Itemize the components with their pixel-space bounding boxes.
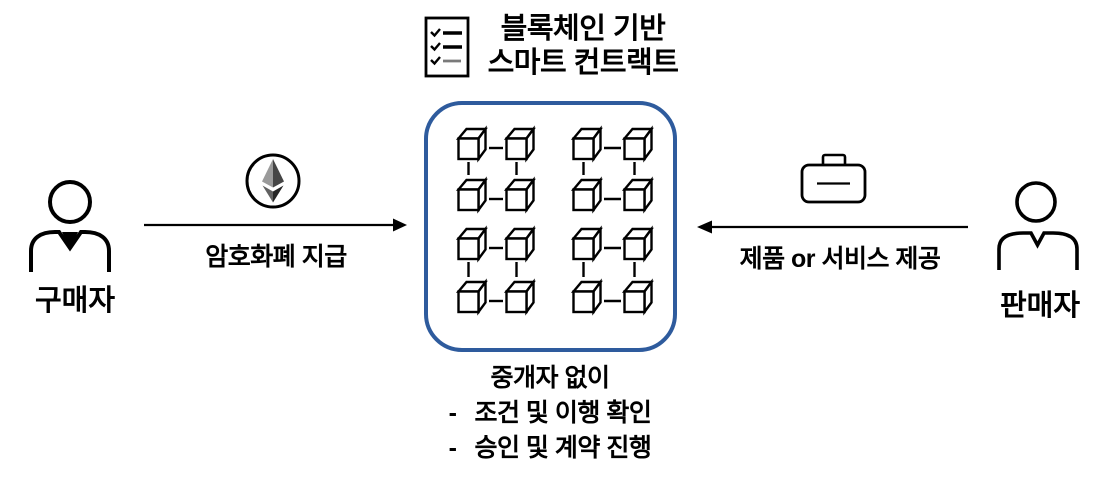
smart-contract-box	[424, 101, 677, 352]
briefcase-icon	[800, 153, 867, 204]
bullet-item: - 조건 및 이행 확인	[395, 396, 705, 431]
delivery-label: 제품 or 서비스 제공	[739, 245, 941, 273]
payment-arrow	[144, 218, 407, 232]
delivery-arrow	[697, 220, 968, 234]
buyer-person-icon	[29, 180, 111, 272]
tie-shape	[62, 232, 78, 250]
bullet-marker: -	[448, 434, 457, 462]
no-intermediary-block: 중개자 없이 - 조건 및 이행 확인 - 승인 및 계약 진행	[395, 361, 705, 466]
seller-person-icon	[997, 181, 1079, 270]
no-intermediary-title: 중개자 없이	[490, 364, 610, 392]
diagram-title-line2: 스마트 컨트랙트	[487, 47, 679, 79]
bullet-item: - 승인 및 계약 진행	[395, 431, 705, 466]
payment-label: 암호화폐 지급	[205, 243, 347, 271]
diagram-title: 블록체인 기반 스마트 컨트랙트	[455, 12, 711, 80]
bullet-marker: -	[448, 399, 457, 427]
bullet-text: 승인 및 계약 진행	[474, 434, 652, 462]
bullet-text: 조건 및 이행 확인	[474, 399, 652, 427]
blockchain-grid	[457, 127, 653, 314]
ethereum-coin-icon	[245, 153, 301, 209]
seller-label: 판매자	[999, 290, 1081, 322]
checklist-icon	[424, 16, 470, 78]
diagram-title-line1: 블록체인 기반	[500, 13, 666, 45]
buyer-label: 구매자	[34, 285, 116, 317]
